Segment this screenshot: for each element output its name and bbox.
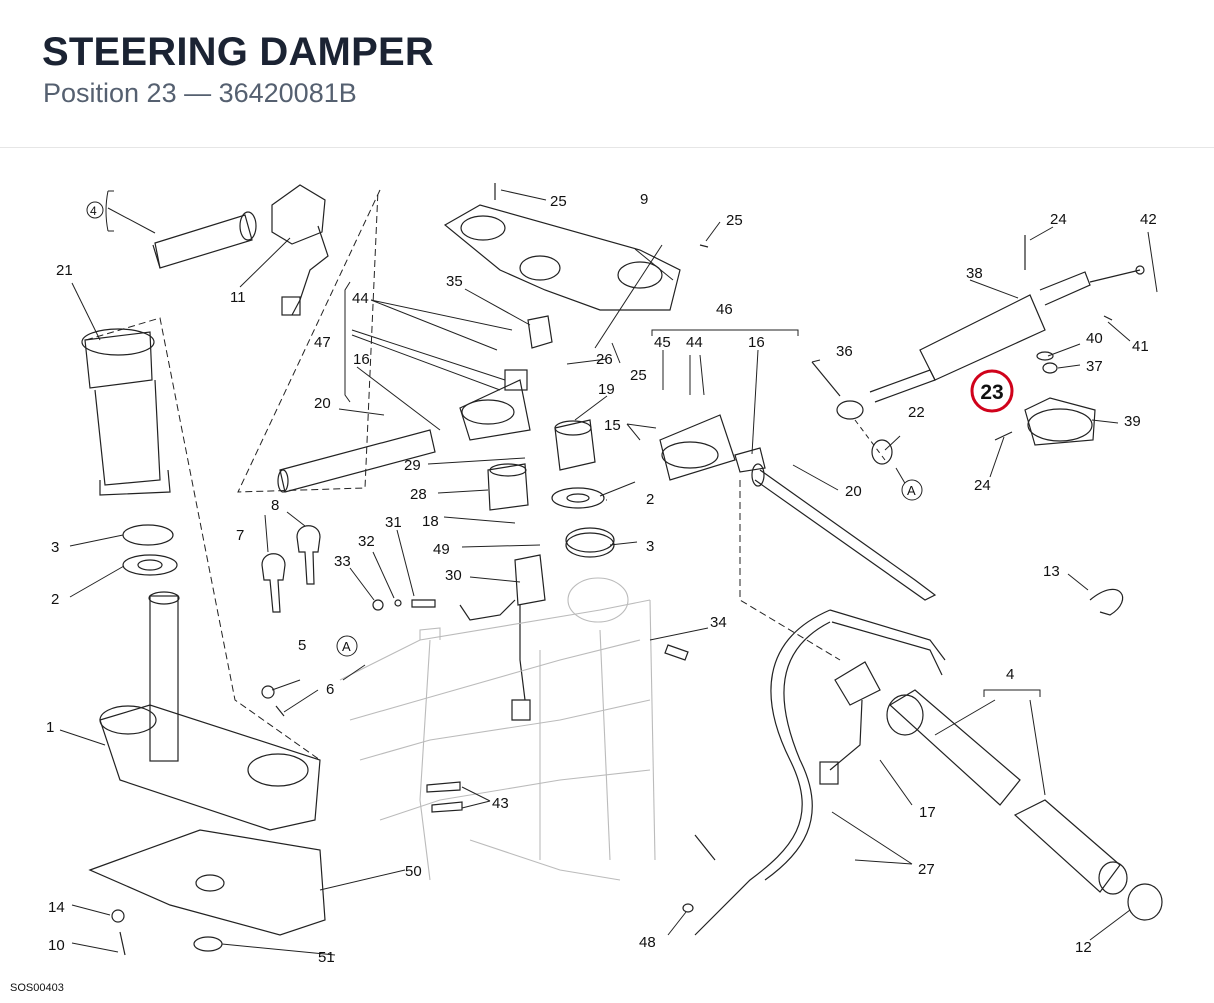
callout-49: 49 <box>433 541 450 558</box>
callout-2-center: 2 <box>646 491 654 508</box>
line-art <box>81 183 1163 956</box>
callout-25-top: 25 <box>550 193 567 210</box>
callout-44-left: 44 <box>352 290 369 307</box>
circled-refs: 4 A A <box>86 201 923 657</box>
highlight-marker-23: 23 <box>970 369 1014 413</box>
callout-13: 13 <box>1043 563 1060 580</box>
callout-46: 46 <box>716 301 733 318</box>
callout-14: 14 <box>48 899 65 916</box>
callout-19: 19 <box>598 381 615 398</box>
callout-28: 28 <box>410 486 427 503</box>
callout-25-right: 25 <box>726 212 743 229</box>
callout-29: 29 <box>404 457 421 474</box>
ref-a-left: A <box>342 639 351 654</box>
callout-37: 37 <box>1086 358 1103 375</box>
callout-48: 48 <box>639 934 656 951</box>
callout-50: 50 <box>405 863 422 880</box>
callout-26: 26 <box>596 351 613 368</box>
page-title: STEERING DAMPER <box>42 30 434 74</box>
callout-18: 18 <box>422 513 439 530</box>
callout-24-bottom: 24 <box>974 477 991 494</box>
callout-12: 12 <box>1075 939 1092 956</box>
callout-43: 43 <box>492 795 509 812</box>
callout-1: 1 <box>46 719 54 736</box>
callout-4-right: 4 <box>1006 666 1014 683</box>
callout-39: 39 <box>1124 413 1141 430</box>
callout-25-mid: 25 <box>630 367 647 384</box>
highlight-label: 23 <box>980 381 1003 404</box>
callout-6: 6 <box>326 681 334 698</box>
callout-7: 7 <box>236 527 244 544</box>
callout-3-center: 3 <box>646 538 654 555</box>
callout-32: 32 <box>358 533 375 550</box>
callout-20-left: 20 <box>314 395 331 412</box>
ref-a-right: A <box>907 483 916 498</box>
callout-31: 31 <box>385 514 402 531</box>
callout-30: 30 <box>445 567 462 584</box>
callout-36: 36 <box>836 343 853 360</box>
exploded-parts-diagram: 21 11 3 2 1 14 10 51 50 43 7 8 33 32 31 … <box>46 183 1163 966</box>
callout-41: 41 <box>1132 338 1149 355</box>
callout-11: 11 <box>230 289 246 306</box>
drawing-code: SOS00403 <box>10 982 64 994</box>
callout-5: 5 <box>298 637 306 654</box>
page-header: STEERING DAMPER Position 23 — 36420081B <box>0 0 1214 148</box>
callout-16-right: 16 <box>748 334 765 351</box>
callout-3-left: 3 <box>51 539 59 556</box>
callout-24-top: 24 <box>1050 211 1067 228</box>
callout-45: 45 <box>654 334 671 351</box>
callout-2-left: 2 <box>51 591 59 608</box>
callout-16-left: 16 <box>353 351 370 368</box>
callout-22: 22 <box>908 404 925 421</box>
callout-21: 21 <box>56 262 73 279</box>
callout-8: 8 <box>271 497 279 514</box>
page-subtitle: Position 23 — 36420081B <box>43 78 357 108</box>
callout-27: 27 <box>918 861 935 878</box>
callout-20-right: 20 <box>845 483 862 500</box>
callout-44-right: 44 <box>686 334 703 351</box>
callout-51: 51 <box>318 949 335 966</box>
callout-labels: 21 11 3 2 1 14 10 51 50 43 7 8 33 32 31 … <box>46 191 1157 966</box>
callout-33: 33 <box>334 553 351 570</box>
callout-10: 10 <box>48 937 65 954</box>
callout-35: 35 <box>446 273 463 290</box>
callout-9: 9 <box>640 191 648 208</box>
callout-34: 34 <box>710 614 727 631</box>
leader-lines <box>59 189 1158 956</box>
callout-47: 47 <box>314 334 331 351</box>
callout-15: 15 <box>604 417 621 434</box>
callout-38: 38 <box>966 265 983 282</box>
callout-4-circled: 4 <box>90 204 97 218</box>
callout-42: 42 <box>1140 211 1157 228</box>
callout-17: 17 <box>919 804 936 821</box>
callout-40: 40 <box>1086 330 1103 347</box>
